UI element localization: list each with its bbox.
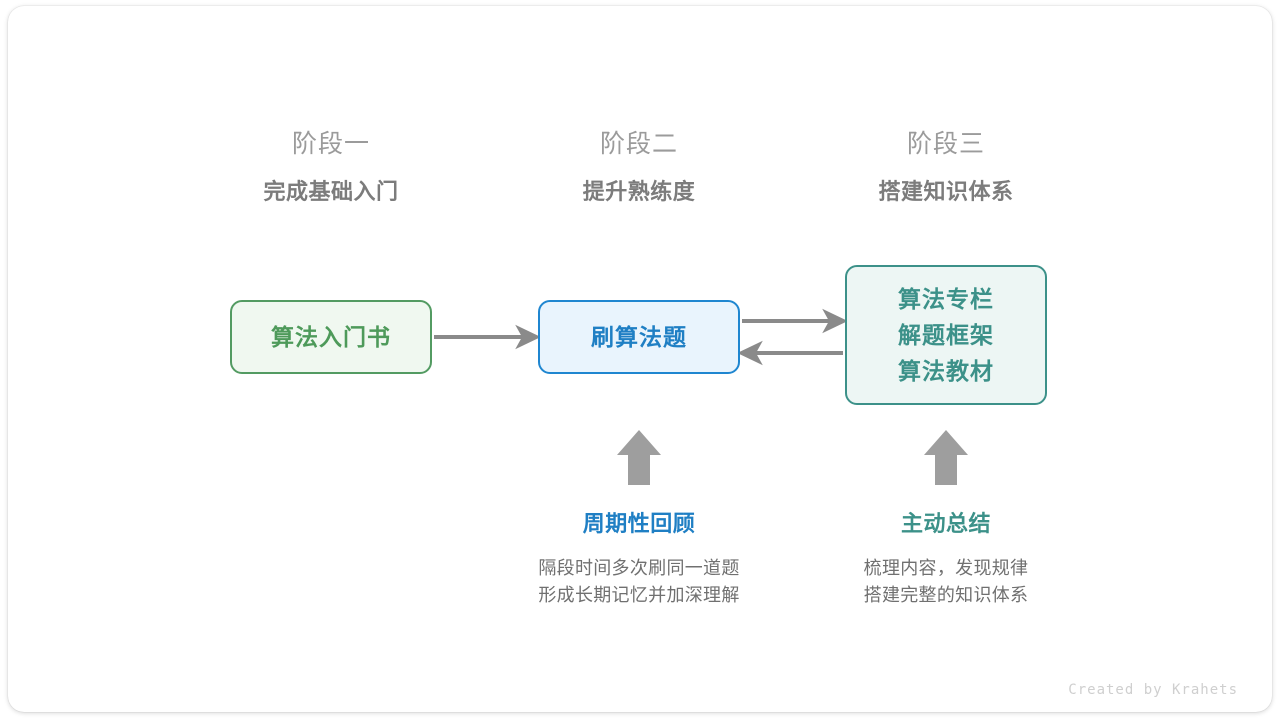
node-learning-resources-line-3: 算法教材: [898, 358, 994, 384]
note-active-summary: 主动总结 梳理内容，发现规律 搭建完整的知识体系: [786, 509, 1106, 609]
credit-label: Created by Krahets: [1068, 682, 1238, 698]
stage-1-kicker: 阶段一: [291, 130, 370, 158]
node-practice-problems[interactable]: 刷算法题: [538, 300, 740, 374]
note-periodic-review-body-line-2: 形成长期记忆并加深理解: [538, 585, 740, 605]
note-active-summary-body: 梳理内容，发现规律 搭建完整的知识体系: [786, 555, 1106, 609]
node-learning-resources-line-1: 算法专栏: [898, 286, 994, 312]
note-periodic-review-title: 周期性回顾: [582, 511, 696, 536]
node-learning-resources[interactable]: 算法专栏 解题框架 算法教材: [845, 265, 1047, 405]
note-periodic-review-body: 隔段时间多次刷同一道题 形成长期记忆并加深理解: [479, 555, 799, 609]
node-practice-problems-line-1: 刷算法题: [591, 324, 687, 350]
stage-header-1: 阶段一 完成基础入门: [181, 127, 481, 207]
note-active-summary-body-line-1: 梳理内容，发现规律: [863, 558, 1029, 578]
node-intro-book-line-1: 算法入门书: [271, 324, 391, 350]
stage-header-3: 阶段三 搭建知识体系: [796, 127, 1096, 207]
note-periodic-review: 周期性回顾 隔段时间多次刷同一道题 形成长期记忆并加深理解: [479, 509, 799, 609]
stage-3-kicker: 阶段三: [906, 130, 985, 158]
stage-header-2: 阶段二 提升熟练度: [489, 127, 789, 207]
node-intro-book[interactable]: 算法入门书: [230, 300, 432, 374]
stage-1-title: 完成基础入门: [263, 179, 399, 204]
node-learning-resources-line-2: 解题框架: [898, 322, 994, 348]
note-periodic-review-body-line-1: 隔段时间多次刷同一道题: [538, 558, 740, 578]
note-active-summary-title: 主动总结: [900, 511, 991, 536]
stage-2-kicker: 阶段二: [599, 130, 678, 158]
stage-3-title: 搭建知识体系: [878, 179, 1014, 204]
note-active-summary-body-line-2: 搭建完整的知识体系: [863, 585, 1029, 605]
stage-2-title: 提升熟练度: [582, 179, 696, 204]
